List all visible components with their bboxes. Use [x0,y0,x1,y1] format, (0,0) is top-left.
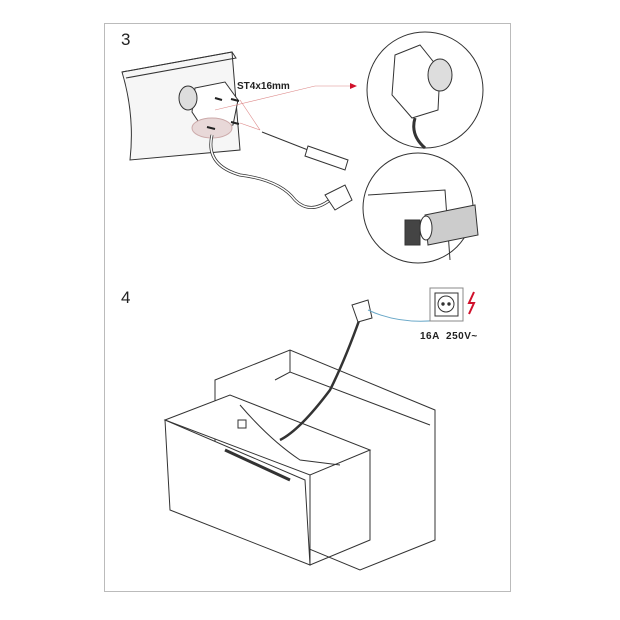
step-4-cable [279,299,441,442]
screw-size-label: ST4x16mm [237,81,290,92]
power-cable [209,134,353,211]
step-number-4: 4 [121,288,131,307]
arrow-icon [350,83,357,89]
wall-socket-icon [429,287,464,322]
detail-circle-top [366,31,484,150]
electricity-icon [467,291,476,315]
instruction-frame [104,23,511,592]
pointer-lines [214,85,350,131]
detail-circle-bottom [362,152,479,264]
step-4-cabinet [163,349,436,571]
screwdriver [261,131,349,171]
socket-rating-label: 16A 250V~ [420,331,478,342]
step-number-3: 3 [121,30,131,49]
screws [206,97,240,130]
